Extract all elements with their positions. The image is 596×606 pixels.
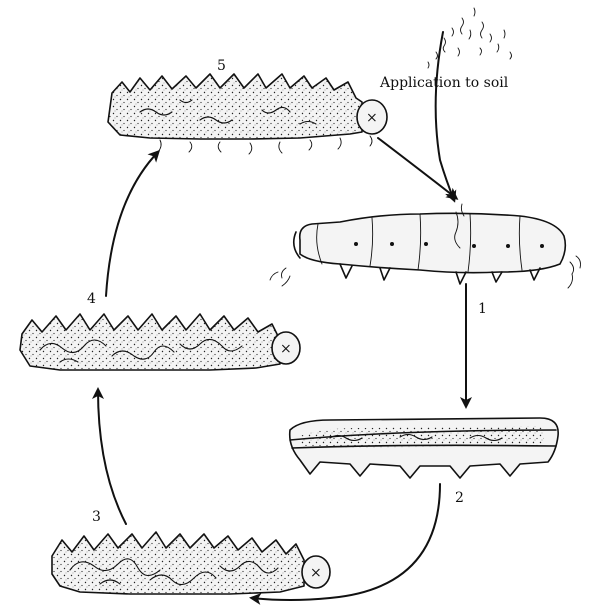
stage-3-label: 3 <box>92 509 101 525</box>
stage-1-label: 1 <box>478 301 487 317</box>
arrow-stage4-to-stage5 <box>106 152 158 296</box>
stage-5-label: 5 <box>217 58 226 74</box>
application-label: Application to soil <box>379 75 509 91</box>
arrow-application-to-larva <box>436 32 454 200</box>
arrow-stage5-to-stage1 <box>378 138 456 198</box>
svg-text:×: × <box>310 565 322 581</box>
arrow-stage3-to-stage4 <box>98 390 126 524</box>
larva-stage-4: × <box>20 314 300 370</box>
larva-stage-5: × <box>108 74 387 154</box>
svg-text:×: × <box>366 110 378 126</box>
larva-stage-1 <box>270 204 581 288</box>
svg-text:×: × <box>280 341 292 357</box>
larva-stage-2 <box>290 418 558 478</box>
stage-4-label: 4 <box>87 291 96 307</box>
stage-2-label: 2 <box>455 490 464 506</box>
larva-stage-3: × <box>52 532 330 594</box>
nematode-spray <box>428 8 512 68</box>
